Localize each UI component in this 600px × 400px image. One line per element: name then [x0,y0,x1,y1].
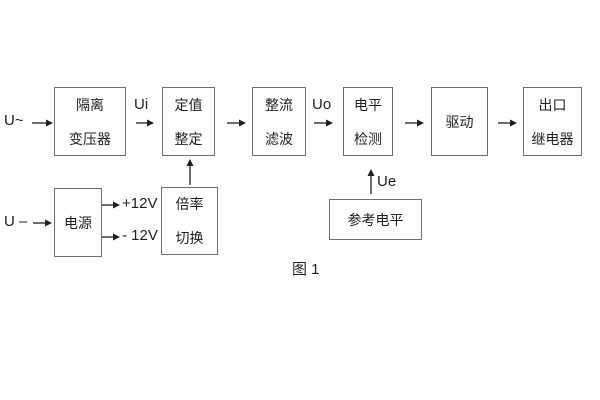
arrow-power-supply-plus12v [102,201,120,209]
arrow-isolation-transformer-to-setting-adjust [136,119,154,127]
block-label: 定值 [174,96,203,113]
signal-label-plus-12v: +12V [122,195,158,212]
block-rectifier-filter: 整流 滤波 [252,87,306,156]
signal-label-ue: Ue [377,173,397,190]
block-label: 出口 [538,96,567,113]
arrow-driver-to-output-relay [498,119,517,127]
block-label: 继电器 [531,130,574,147]
block-label: 隔离 [76,96,104,113]
block-level-detect: 电平 检测 [343,87,393,156]
block-power-supply: 电源 [54,188,102,257]
arrow-rectifier-filter-to-level-detect [314,119,333,127]
block-ratio-switch: 倍率 切换 [161,187,218,255]
block-label: 切换 [175,230,204,246]
block-label: 倍率 [175,196,204,212]
figure-caption: 图 1 [292,261,320,278]
block-label: 参考电平 [347,211,404,228]
signal-label-minus-12v: - 12V [122,227,158,244]
arrow-reference-level-to-level-detect [367,169,375,194]
arrow-ratio-switch-to-setting-adjust [186,159,194,185]
arrow-power-supply-minus12v [102,233,120,241]
signal-label-dc-input: U – [4,213,28,230]
block-setting-adjust: 定值 整定 [162,87,215,156]
block-label: 驱动 [445,113,474,130]
signal-label-uo: Uo [312,96,332,113]
arrow-level-detect-to-driver [405,119,424,127]
block-driver: 驱动 [431,87,488,156]
block-reference-level: 参考电平 [329,199,422,240]
arrow-dc-input-to-power-supply [33,219,52,227]
arrow-setting-adjust-to-rectifier-filter [227,119,246,127]
block-label: 滤波 [265,130,293,147]
signal-label-ac-input: U~ [4,112,24,129]
block-label: 变压器 [69,130,111,147]
block-label: 电源 [64,214,92,231]
block-label: 检测 [354,130,382,147]
block-isolation-transformer: 隔离 变压器 [54,87,126,156]
block-label: 整定 [174,130,203,147]
block-label: 整流 [265,96,293,113]
signal-label-ui: Ui [134,96,149,113]
block-label: 电平 [354,96,382,113]
arrow-ac-input-to-isolation-transformer [32,119,53,127]
block-output-relay: 出口 继电器 [523,87,582,156]
